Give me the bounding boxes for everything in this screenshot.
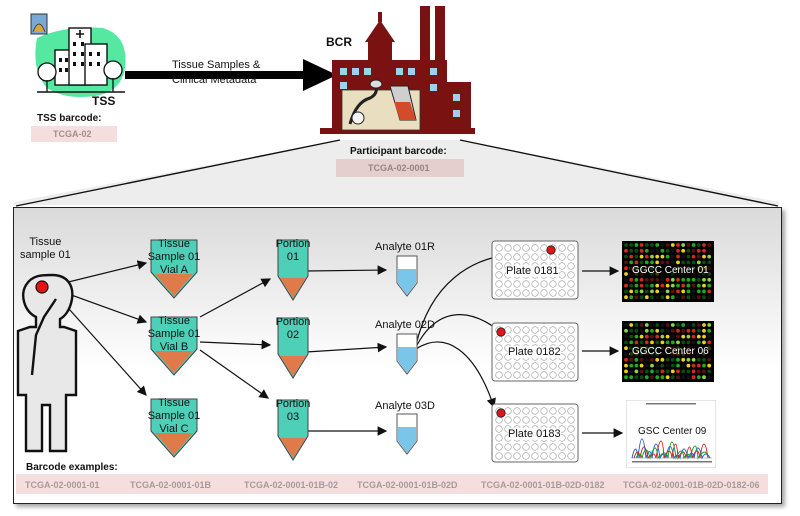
portion-03-l2: 03 — [286, 411, 300, 423]
portion-01-label: Portion 01 — [263, 238, 323, 264]
portion-01-icon — [277, 239, 309, 301]
tss-to-bcr-arrow — [125, 59, 337, 91]
portion-01-l2: 01 — [286, 251, 300, 263]
analyte-01r-icon — [396, 255, 418, 297]
vial-c-label: Tissue Sample 01 Vial C — [138, 397, 210, 436]
tss-label: TSS — [92, 94, 116, 108]
tss-hospital-icon — [30, 13, 126, 97]
plate-0183-label: Plate 0183 — [508, 428, 561, 440]
bcr-factory-icon — [320, 6, 475, 134]
sample-well-marker — [546, 245, 556, 255]
vial-b-icon — [150, 316, 198, 376]
portion-02-l2: 02 — [286, 329, 300, 341]
portion-01-l1: Portion — [275, 238, 311, 250]
analyte-02d-label: Analyte 02D — [375, 319, 435, 331]
vial-b-label: Tissue Sample 01 Vial B — [138, 315, 210, 354]
vial-a-icon — [150, 239, 198, 299]
example-portion: TCGA-02-0001-01B-02 — [244, 480, 339, 490]
portion-03-l1: Portion — [275, 398, 311, 410]
vial-a-l2: Sample 01 — [147, 251, 201, 263]
example-analyte: TCGA-02-0001-01B-02D — [357, 480, 458, 490]
plate-0182-label: Plate 0182 — [508, 346, 561, 358]
center-01-label: GGCC Center 01 — [630, 265, 711, 276]
portion-03-icon — [277, 399, 309, 461]
sample-well-marker — [496, 327, 506, 337]
participant-barcode-value: TCGA-02-0001 — [336, 159, 464, 177]
portion-02-label: Portion 02 — [263, 316, 323, 342]
analyte-01r-label: Analyte 01R — [375, 241, 435, 253]
portion-02-icon — [277, 317, 309, 379]
bcr-label: BCR — [326, 35, 352, 49]
vial-a-l3: Vial A — [160, 264, 188, 276]
center-06-label: GGCC Center 06 — [630, 346, 711, 357]
example-vial: TCGA-02-0001-01B — [130, 480, 212, 490]
barcode-examples-label: Barcode examples: — [26, 462, 118, 473]
arrow-label-line2: Clinical Metadata — [172, 74, 257, 86]
tissue-label-line2: sample 01 — [20, 249, 71, 261]
tissue-sample-label: Tissue sample 01 — [20, 236, 71, 262]
vial-c-l1: Tissue — [158, 397, 190, 409]
example-participant-sample: TCGA-02-0001-01 — [25, 480, 100, 490]
example-plate: TCGA-02-0001-01B-02D-0182 — [481, 480, 605, 490]
tss-barcode-value: TCGA-02 — [31, 126, 117, 142]
analyte-03d-icon — [396, 413, 418, 455]
arrow-label: Tissue Samples & Clinical Metadata — [172, 58, 260, 88]
tss-barcode-label: TSS barcode: — [37, 113, 102, 124]
sample-well-marker — [496, 408, 506, 418]
portion-02-l1: Portion — [275, 316, 311, 328]
vial-b-l3: Vial B — [159, 341, 189, 353]
patient-figure-icon — [16, 273, 78, 453]
portion-03-label: Portion 03 — [263, 398, 323, 424]
analyte-02d-icon — [396, 333, 418, 375]
center-09-label: GSC Center 09 — [636, 426, 709, 437]
vial-a-label: Tissue Sample 01 Vial A — [138, 238, 210, 277]
vial-b-l2: Sample 01 — [147, 328, 201, 340]
vial-c-l2: Sample 01 — [147, 410, 201, 422]
vial-c-icon — [150, 398, 198, 458]
vial-b-l1: Tissue — [158, 315, 190, 327]
vial-a-l1: Tissue — [158, 238, 190, 250]
plate-0181-label: Plate 0181 — [506, 265, 559, 277]
barcode-examples-band — [16, 474, 768, 494]
tissue-label-line1: Tissue — [29, 236, 62, 248]
example-center: TCGA-02-0001-01B-02D-0182-06 — [623, 480, 760, 490]
participant-barcode-label: Participant barcode: — [350, 146, 447, 157]
vial-c-l3: Vial C — [159, 423, 189, 435]
analyte-03d-label: Analyte 03D — [375, 400, 435, 412]
arrow-label-line1: Tissue Samples & — [172, 59, 261, 71]
